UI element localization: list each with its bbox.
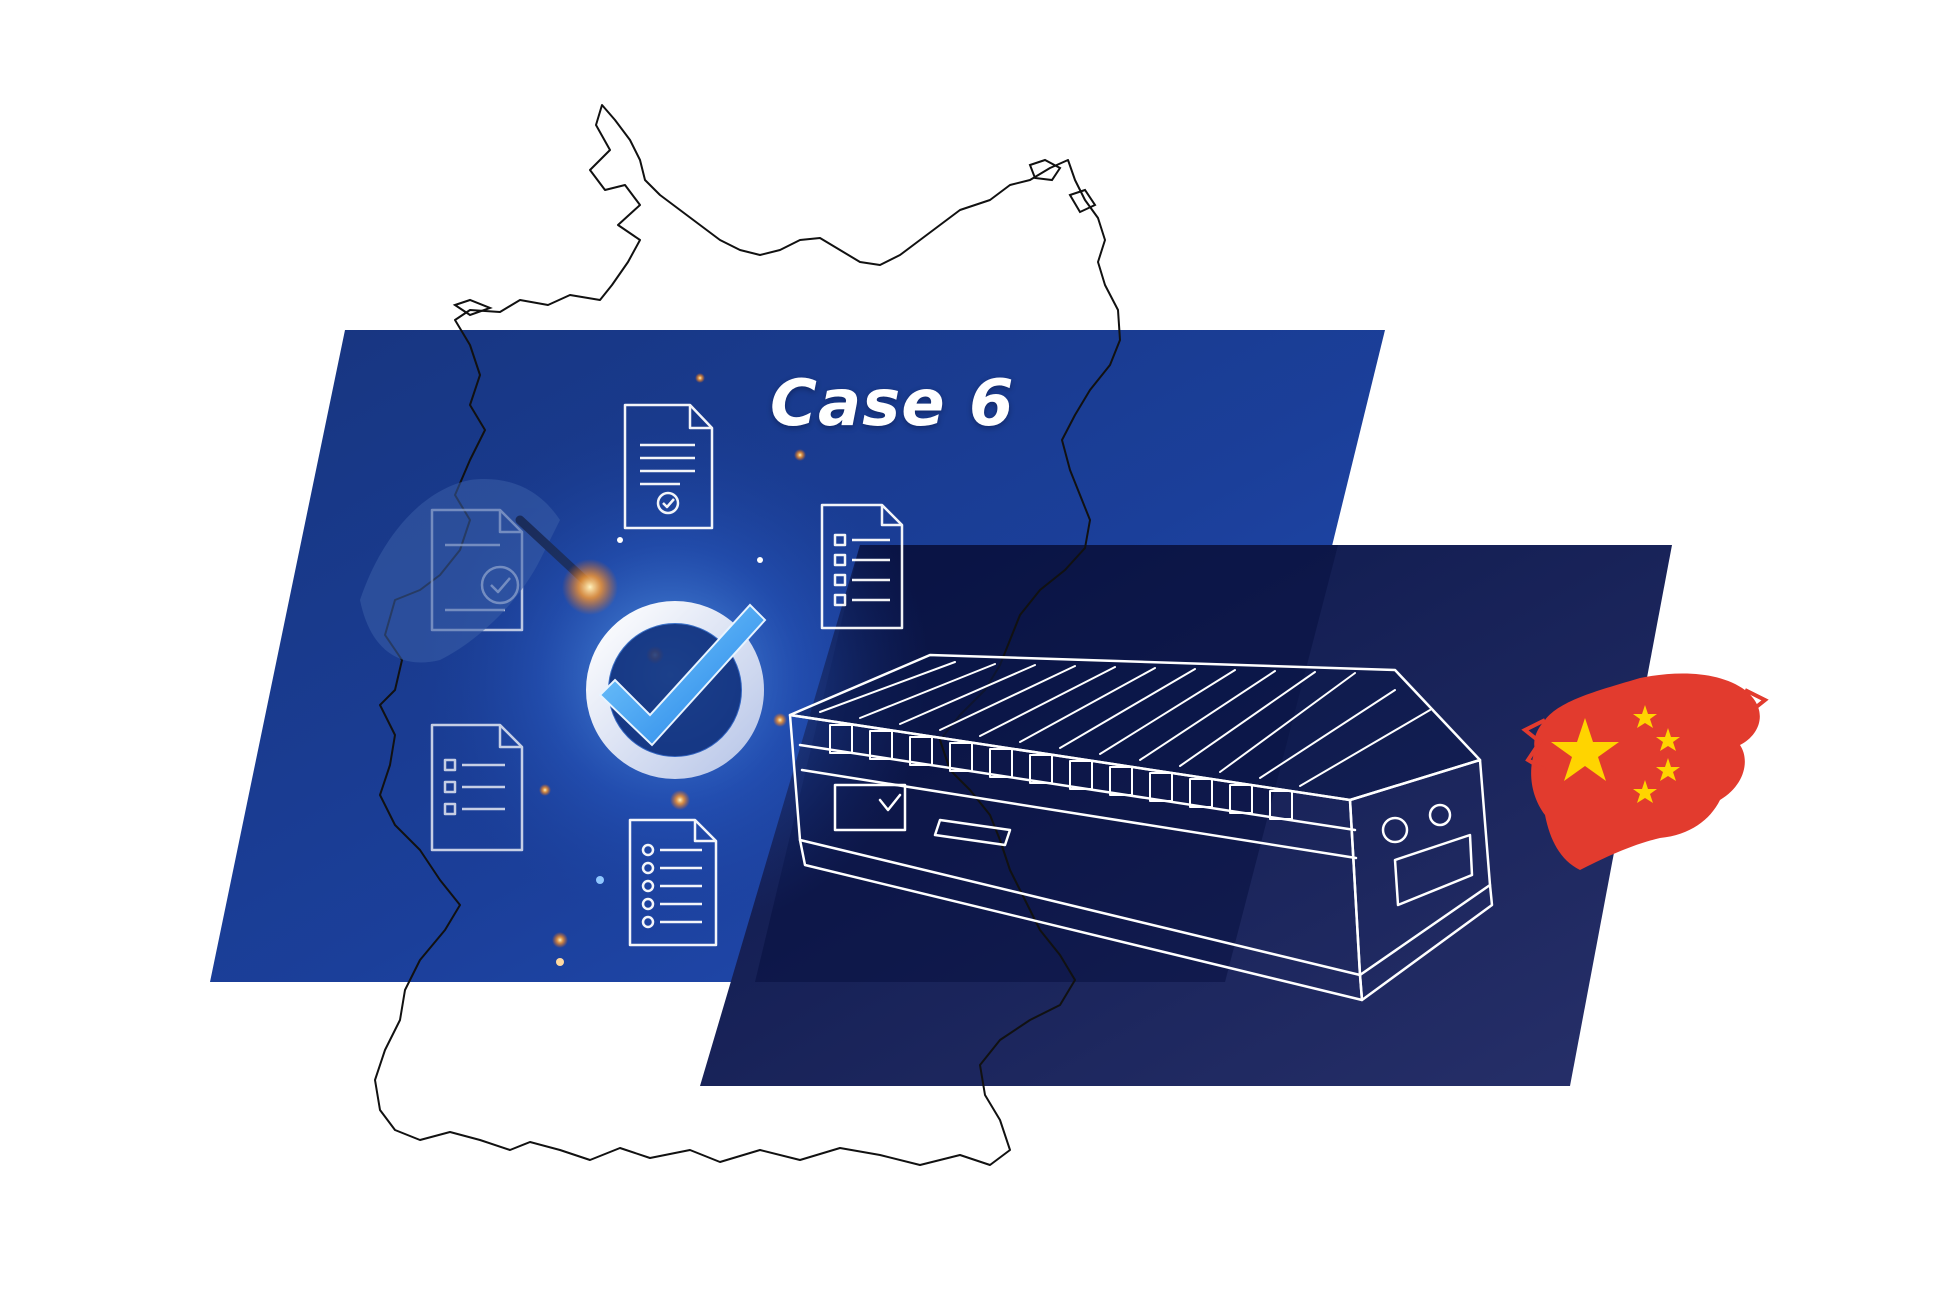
island-outline (1068, 188, 1097, 214)
document-icon-bottom-left (430, 723, 524, 852)
machine-sketch (788, 653, 1494, 1002)
document-icon-right (820, 503, 904, 630)
sparkles (539, 373, 806, 966)
document-icon-top (623, 403, 714, 530)
pen-spark (562, 559, 618, 615)
germany-outline (374, 104, 1121, 1166)
checkmark-circle-icon (586, 601, 767, 779)
island-outline (452, 298, 493, 317)
document-icon-bottom (628, 818, 718, 947)
case-title: Case 6 (770, 367, 1015, 441)
china-flag (1521, 673, 1769, 870)
island-outline (1028, 158, 1062, 182)
